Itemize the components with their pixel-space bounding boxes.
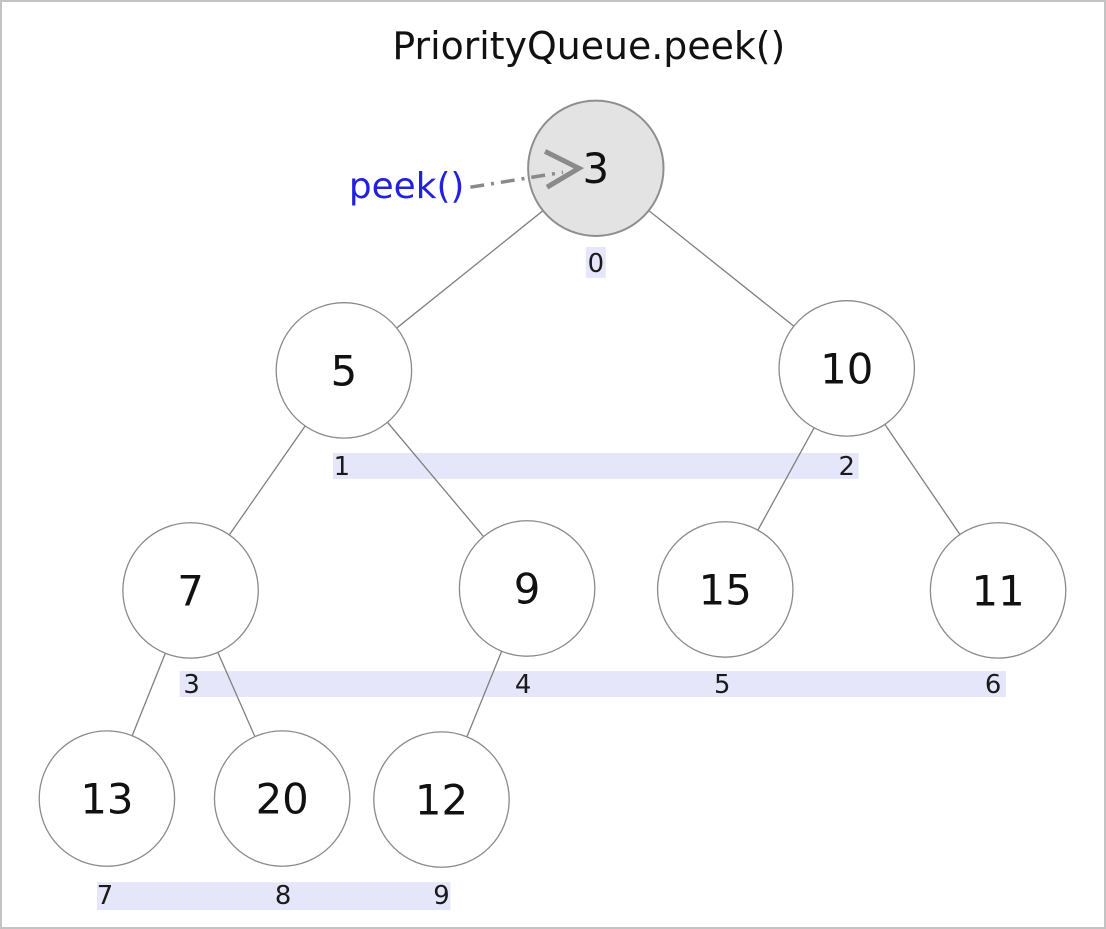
heap-node-7-value: 13 [80,774,133,823]
index-label-5: 5 [714,670,730,700]
heap-node-0 [527,99,665,237]
tree-edges [106,167,999,800]
index-label-8: 8 [275,881,291,911]
peek-arrow-icon [543,149,585,190]
index-bar-level-1 [332,453,859,479]
heap-node-4-value: 9 [514,564,541,613]
heap-node-9-value: 12 [415,775,468,824]
heap-node-3-value: 7 [177,566,204,615]
heap-node-8 [213,730,351,867]
heap-node-values: 3 5 10 7 9 15 11 13 20 12 [80,144,1024,824]
index-label-3: 3 [183,670,199,700]
heap-node-2-value: 10 [820,344,873,393]
index-label-6: 6 [985,670,1001,700]
index-label-1: 1 [334,452,350,482]
peek-annotation: peek() [349,149,585,207]
heap-node-2 [778,300,916,437]
index-labels: 0 1 2 3 4 5 6 7 8 9 [97,249,1002,911]
heap-node-9 [373,731,510,868]
heap-node-3 [122,522,259,659]
heap-node-8-value: 20 [256,774,309,823]
index-label-9: 9 [433,881,449,911]
index-label-2: 2 [838,452,854,482]
heap-node-6-value: 11 [971,566,1024,615]
peek-annotation-label: peek() [349,166,465,207]
heap-node-7 [38,730,176,867]
diagram-title: PriorityQueue.peek() [392,24,785,68]
index-label-7: 7 [97,881,113,911]
heap-node-6 [929,522,1067,659]
index-bar-level-0 [585,246,606,278]
index-bars [96,246,1007,911]
index-label-0: 0 [588,249,604,279]
index-bar-level-2 [179,671,1007,697]
heap-node-4 [458,520,596,657]
heap-node-1-value: 5 [331,346,358,395]
heap-node-5 [656,521,794,658]
heap-node-1 [275,302,413,439]
heap-node-5-value: 15 [699,565,752,614]
index-bar-level-3 [96,882,451,911]
index-label-4: 4 [515,670,531,700]
heap-node-0-value: 3 [583,144,610,193]
heap-nodes [38,99,1067,868]
